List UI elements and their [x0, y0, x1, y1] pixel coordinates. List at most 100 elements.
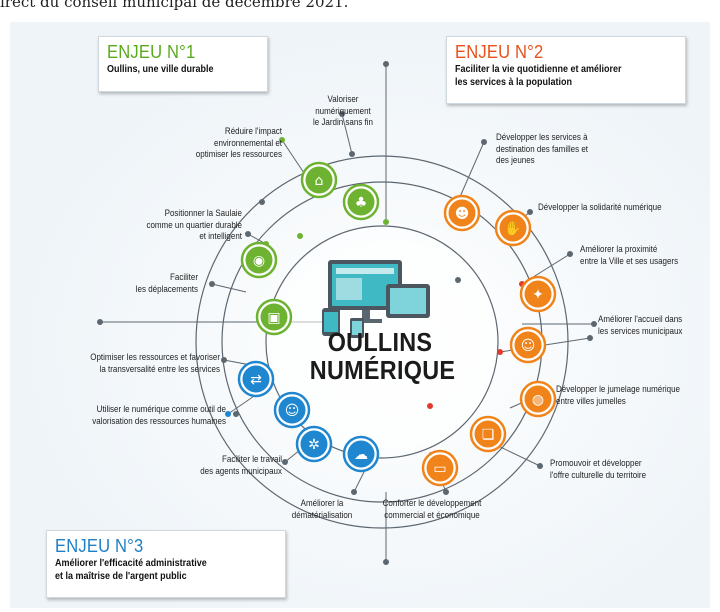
enjeu-2-box: ENJEU N°2 Faciliter la vie quotidienne e… [446, 36, 686, 104]
icon-circles: ⌂ ♣ ◉ ▣ ⇄ ☺ ✲ ☁ ☻ ✋ ✦ ☺ ◍ ❏ ▭ [237, 161, 557, 487]
hand-icon: ✋ [494, 209, 532, 247]
label-solidarite: Développer la solidarité numérique [538, 202, 662, 212]
globe-icon: ◍ [519, 380, 557, 418]
enjeu-2-title: ENJEU N°2 [455, 42, 544, 62]
people-exchange-icon: ☺ [273, 391, 311, 429]
svg-text:☁: ☁ [354, 447, 368, 463]
enjeu-2-subtitle-line2: les services à la population [455, 77, 573, 88]
house-leaf-icon: ⌂ [300, 161, 338, 199]
connector-dot [233, 411, 239, 417]
shop-icon: ▭ [421, 449, 459, 487]
enjeu-2-subtitle-line1: Faciliter la vie quotidienne et améliore… [455, 64, 622, 75]
outer-ring [195, 155, 569, 529]
connector-dot [339, 111, 345, 117]
screen-bar [336, 268, 394, 274]
family-icon: ☻ [443, 194, 481, 232]
diagram-canvas: ⌂ ♣ ◉ ▣ ⇄ ☺ ✲ ☁ ☻ ✋ ✦ ☺ ◍ ❏ ▭ [10, 22, 710, 608]
connector-dot [383, 61, 389, 67]
enjeu-1-box: ENJEU N°1 Oullins, une ville durable [98, 36, 268, 92]
enjeu-3-subtitle-line1: Améliorer l'efficacité administrative [55, 558, 207, 569]
train-icon: ▣ [255, 298, 293, 336]
svg-text:◉: ◉ [253, 253, 265, 269]
connector-dot [427, 403, 433, 409]
connector-dot [455, 277, 461, 283]
connector-dot [279, 137, 285, 143]
monitor-base [350, 319, 382, 323]
connector-dot [221, 357, 227, 363]
gears-icon: ✲ [295, 425, 333, 463]
phone-screen [324, 312, 338, 332]
tree-icon: ♣ [342, 183, 380, 221]
svg-text:◍: ◍ [532, 392, 544, 408]
rings [195, 155, 569, 529]
svg-text:⌂: ⌂ [315, 173, 324, 189]
connector-dot [297, 233, 303, 239]
documents-icon: ❏ [469, 415, 507, 453]
location-pin-icon: ◉ [240, 241, 278, 279]
svg-text:✦: ✦ [532, 287, 544, 303]
handshake-icon: ✦ [519, 275, 557, 313]
connector-dot [225, 411, 231, 417]
svg-text:❏: ❏ [482, 427, 495, 443]
connector-dot [383, 219, 389, 225]
svg-text:♣: ♣ [355, 195, 368, 211]
connector-dot [282, 459, 288, 465]
connector-dot [537, 463, 543, 469]
connector-dot [443, 489, 449, 495]
connector-dot [97, 319, 103, 325]
enjeu-3-subtitle-line2: et la maîtrise de l'argent public [55, 571, 187, 582]
connector-dot [497, 349, 503, 355]
screen-block [336, 278, 362, 300]
connector-dot [245, 231, 251, 237]
svg-text:⇄: ⇄ [250, 372, 262, 388]
connector-dot [259, 199, 265, 205]
connector-dot [587, 335, 593, 341]
svg-text:✲: ✲ [308, 437, 320, 453]
smiley-icon: ☺ [509, 326, 547, 364]
devices-illustration [322, 260, 430, 338]
enjeu-3-box: ENJEU N°3 Améliorer l'efficacité adminis… [46, 530, 286, 598]
enjeu-3-title: ENJEU N°3 [55, 536, 144, 556]
svg-text:✋: ✋ [504, 220, 521, 237]
tablet-screen [390, 288, 426, 314]
connector-dot [591, 321, 597, 327]
connector-dot [209, 281, 215, 287]
enjeu-1-title: ENJEU N°1 [107, 42, 196, 62]
connector-line [211, 283, 247, 293]
inner-ring [265, 225, 499, 459]
svg-text:☺: ☺ [285, 403, 300, 419]
people-transfer-icon: ⇄ [237, 360, 275, 398]
center-title-line1: OULLINS [327, 327, 433, 357]
infographic: ⌂ ♣ ◉ ▣ ⇄ ☺ ✲ ☁ ☻ ✋ ✦ ☺ ◍ ❏ ▭ ENJEU N°1 Oullins, une v… [10, 22, 710, 608]
connector-line [341, 113, 353, 155]
center-title-line2: NUMÉRIQUE [309, 355, 456, 385]
connector-dot [351, 489, 357, 495]
connector-dot [527, 209, 533, 215]
header-text: irect du conseil municipal de décembre 2… [0, 0, 349, 11]
connector-dot [567, 251, 573, 257]
connector-dot [349, 151, 355, 157]
svg-text:▭: ▭ [433, 461, 446, 477]
svg-text:▣: ▣ [267, 310, 280, 326]
connector-dot [481, 139, 487, 145]
connector-dot [383, 559, 389, 565]
svg-text:☻: ☻ [455, 206, 470, 222]
svg-text:☺: ☺ [521, 338, 536, 354]
monitor-stand [362, 310, 370, 320]
phone2-screen [352, 321, 362, 335]
enjeu-1-subtitle: Oullins, une ville durable [107, 64, 214, 75]
